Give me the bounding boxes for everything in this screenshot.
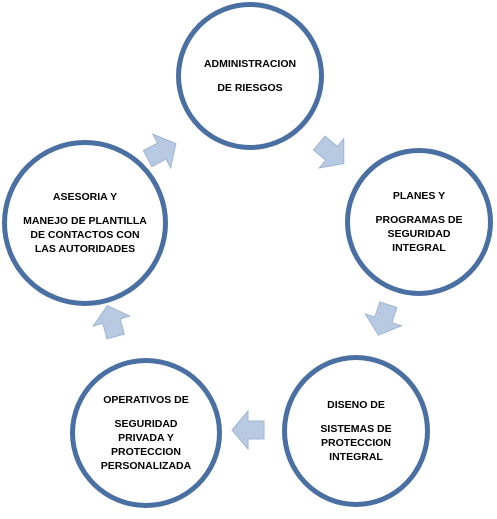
arrow-diseno-to-operativos: [231, 410, 265, 450]
arrow-planes-to-diseno: [359, 298, 407, 342]
node-label-line1: PLANES Y: [392, 190, 446, 202]
node-label-line2: PROGRAMAS DE SEGURIDAD INTEGRAL: [375, 214, 463, 254]
node-label-line2: SISTEMAS DE PROTECCION INTEGRAL: [320, 423, 392, 463]
node-label-line2: MANEJO DE PLANTILLA DE CONTACTOS CON LAS…: [23, 215, 147, 255]
node-label-line2: SEGURIDAD PRIVADA Y PROTECCION PERSONALI…: [100, 418, 192, 472]
arrow-operativos-to-asesoria: [88, 300, 135, 342]
node-operativos-de-seguridad: OPERATIVOS DE SEGURIDAD PRIVADA Y PROTEC…: [70, 358, 222, 508]
node-label-line2: DE RIESGOS: [217, 82, 283, 94]
arrow-admin-to-planes: [306, 127, 357, 179]
node-administracion-de-riesgos: ADMINISTRACION DE RIESGOS: [176, 2, 324, 150]
node-label-line1: DISENO DE: [327, 399, 385, 411]
node-label-line1: OPERATIVOS DE: [103, 394, 189, 406]
node-label-line1: ASESORIA Y: [52, 191, 118, 203]
node-asesoria-y-manejo: ASESORIA Y MANEJO DE PLANTILLA DE CONTAC…: [2, 140, 168, 306]
node-diseno-de-sistemas: DISENO DE SISTEMAS DE PROTECCION INTEGRA…: [282, 355, 430, 507]
node-label-line1: ADMINISTRACION: [203, 58, 297, 70]
node-planes-y-programas: PLANES Y PROGRAMAS DE SEGURIDAD INTEGRAL: [345, 148, 493, 296]
